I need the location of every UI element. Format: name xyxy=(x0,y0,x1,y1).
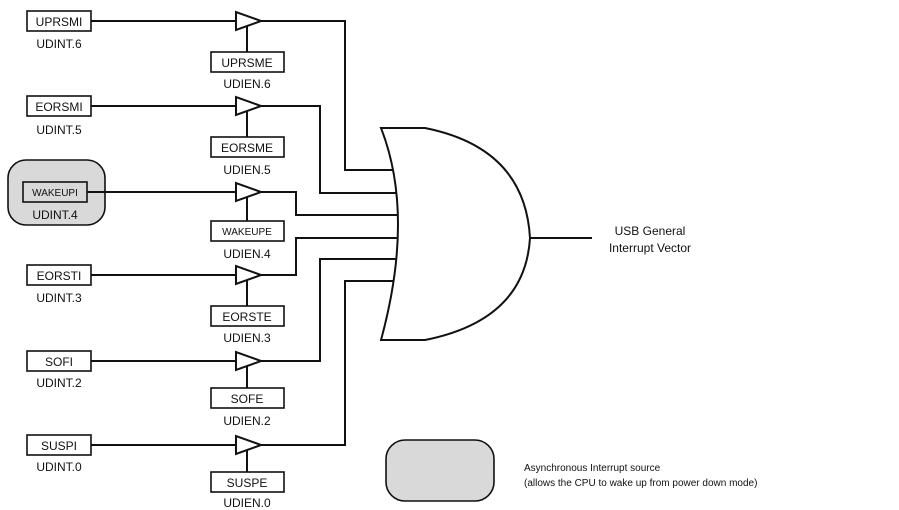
flag-register-label: UDINT.6 xyxy=(36,37,82,51)
and-gate-buffer xyxy=(235,264,264,286)
enable-label: UPRSME xyxy=(221,56,272,70)
wire xyxy=(261,191,401,216)
source-row-eorsti: EORSTI UDINT.3 EORSTE UDIEN.3 xyxy=(26,237,401,345)
or-gate xyxy=(379,127,532,341)
flag-register-label: UDINT.3 xyxy=(36,291,82,305)
enable-register-label: UDIEN.4 xyxy=(223,247,271,261)
enable-label: SUSPE xyxy=(227,476,268,490)
flag-register-label: UDINT.0 xyxy=(36,460,82,474)
enable-label: EORSME xyxy=(221,141,273,155)
enable-label: SOFE xyxy=(231,392,264,406)
source-row-eorsmi: EORSMI UDINT.5 EORSME UDIEN.5 xyxy=(26,95,401,194)
wire xyxy=(261,105,401,194)
and-gate-buffer xyxy=(235,10,264,32)
legend-label: Asynchronous Interrupt source xyxy=(524,463,661,474)
enable-box xyxy=(210,387,285,409)
output-label: Interrupt Vector xyxy=(609,241,691,255)
enable-register-label: UDIEN.2 xyxy=(223,414,271,428)
flag-label: SUSPI xyxy=(41,439,77,453)
enable-box xyxy=(210,305,285,327)
legend-async-swatch xyxy=(385,439,495,502)
enable-label: EORSTE xyxy=(222,310,271,324)
source-row-wakeupi: WAKEUPI UDINT.4 WAKEUPE UDIEN.4 xyxy=(22,181,401,261)
and-gate-buffer xyxy=(235,181,264,203)
source-row-suspi: SUSPI UDINT.0 SUSPE UDIEN.0 xyxy=(26,280,401,510)
flag-register-label: UDINT.5 xyxy=(36,123,82,137)
wire xyxy=(261,258,401,362)
flag-label: UPRSMI xyxy=(36,15,83,29)
and-gate-buffer xyxy=(235,95,264,117)
enable-register-label: UDIEN.3 xyxy=(223,331,271,345)
enable-label: WAKEUPE xyxy=(222,227,272,238)
wire xyxy=(261,237,401,276)
enable-box xyxy=(210,471,285,493)
enable-register-label: UDIEN.5 xyxy=(223,163,271,177)
legend-label: (allows the CPU to wake up from power do… xyxy=(524,478,757,489)
source-row-uprsmi: UPRSMI UDINT.6 UPRSME UDIEN.6 xyxy=(26,10,401,171)
wire xyxy=(261,20,401,171)
enable-register-label: UDIEN.6 xyxy=(223,77,271,91)
enable-box xyxy=(210,220,285,242)
enable-register-label: UDIEN.0 xyxy=(223,496,271,510)
output-label: USB General xyxy=(615,224,686,238)
flag-label: WAKEUPI xyxy=(32,188,78,199)
flag-label: SOFI xyxy=(45,355,73,369)
and-gate-buffer xyxy=(235,350,264,372)
enable-box xyxy=(210,51,285,73)
flag-label: EORSMI xyxy=(35,100,82,114)
flag-register-label: UDINT.4 xyxy=(32,208,78,222)
flag-label: EORSTI xyxy=(37,269,82,283)
and-gate-buffer xyxy=(235,434,264,456)
enable-box xyxy=(210,136,285,158)
source-row-sofi: SOFI UDINT.2 SOFE UDIEN.2 xyxy=(26,258,401,428)
wire xyxy=(261,280,401,446)
flag-register-label: UDINT.2 xyxy=(36,376,82,390)
